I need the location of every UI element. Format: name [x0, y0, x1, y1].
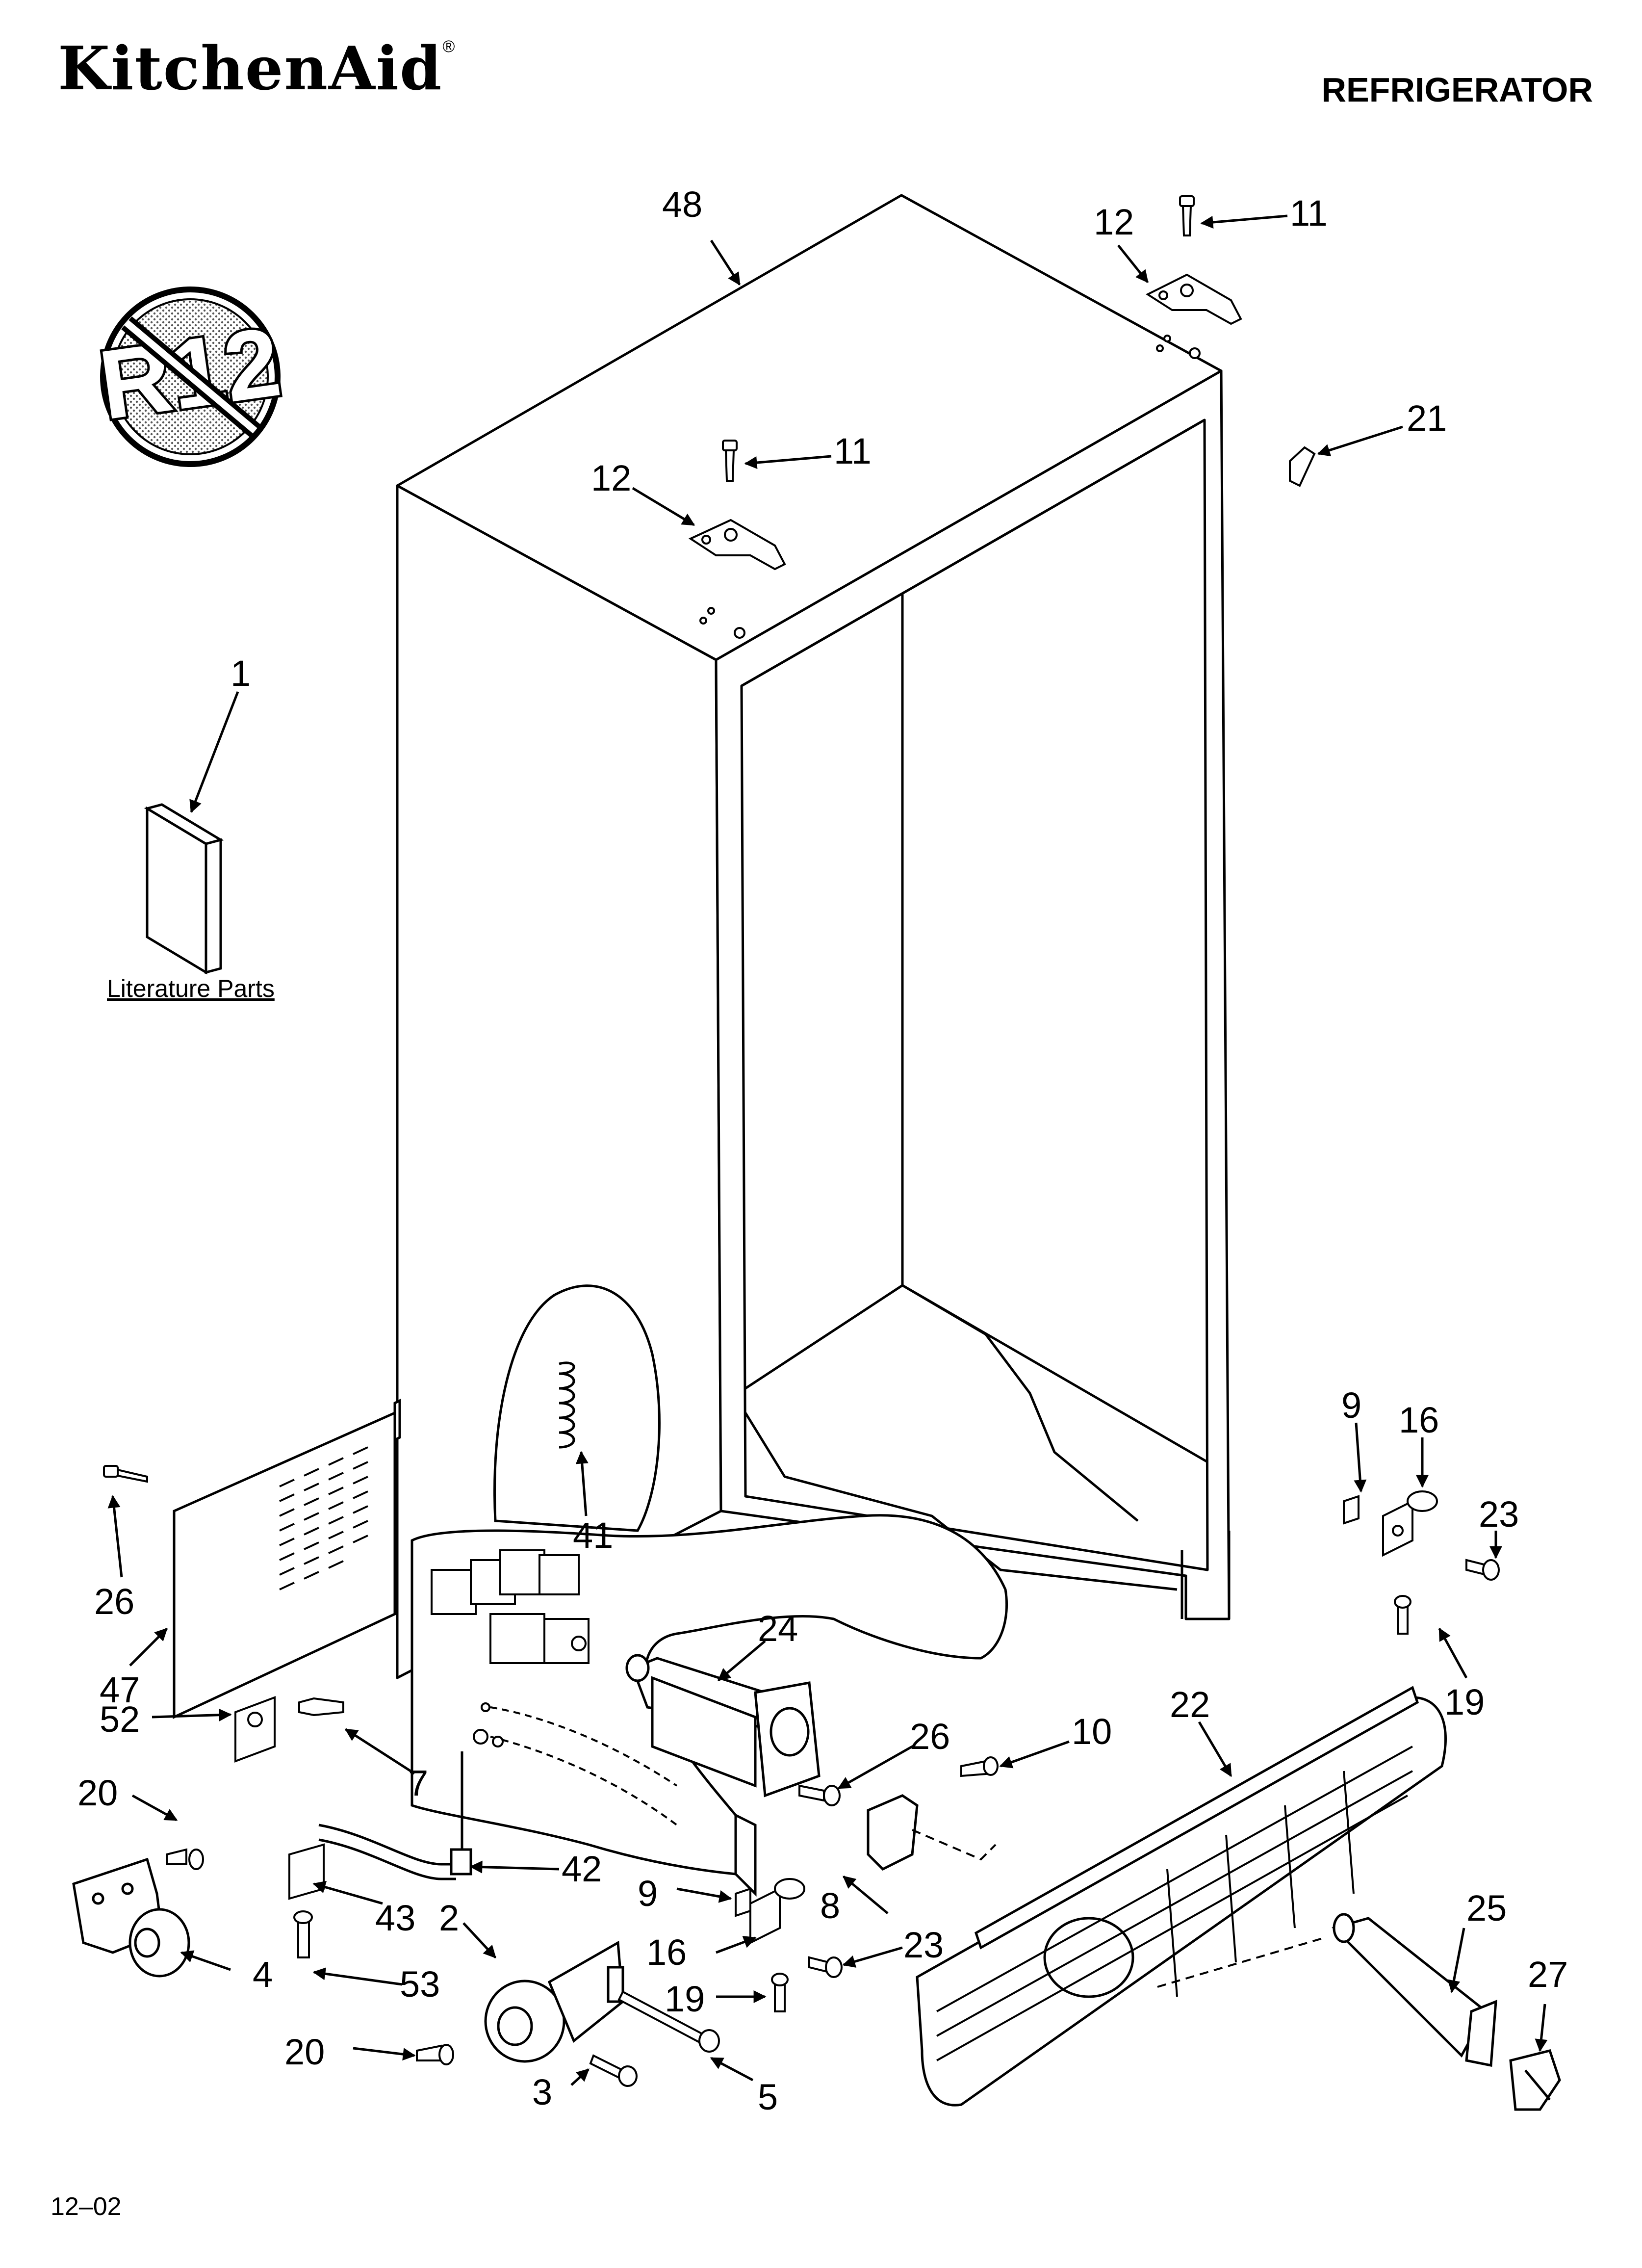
callout-53: 53 — [400, 1964, 440, 2005]
long-screw-5 — [617, 1990, 720, 2053]
callout-26-right: 26 — [910, 1716, 950, 1757]
callout-48: 48 — [662, 184, 702, 225]
hinge-pin-21 — [1289, 446, 1316, 487]
callout-9-left: 9 — [638, 1873, 658, 1914]
cover-vent-slots — [279, 1446, 368, 1590]
toe-grille-22 — [916, 1686, 1447, 2107]
callout-1: 1 — [231, 653, 251, 694]
callout-5: 5 — [758, 2077, 778, 2117]
clip-52 — [234, 1696, 344, 1763]
callout-20-top: 20 — [77, 1773, 118, 1813]
callout-11-top-right: 11 — [1290, 193, 1328, 234]
roller-assembly-4 — [72, 1857, 190, 1978]
machine-compartment-cutaway — [410, 1514, 1008, 1897]
screw-11-top — [722, 195, 1195, 482]
callout-7: 7 — [408, 1763, 428, 1803]
callout-52: 52 — [100, 1699, 140, 1740]
callout-27: 27 — [1528, 1954, 1568, 1995]
water-valve-2 — [484, 1940, 624, 2063]
screw-20-top — [166, 1848, 204, 1870]
fan-housing-24 — [625, 1654, 821, 1798]
callout-19-left: 19 — [665, 1979, 705, 2019]
callout-24: 24 — [758, 1608, 798, 1649]
callout-4: 4 — [253, 1954, 273, 1995]
screw-53 — [293, 1910, 313, 1924]
literature-parts-label: Literature Parts — [107, 975, 275, 1002]
lower-hinge-16-left — [735, 1878, 805, 1945]
callout-11-top-left: 11 — [834, 431, 872, 471]
brand-name: KitchenAid — [58, 33, 443, 104]
hinge-brackets — [688, 273, 1242, 571]
drain-tube-42 — [318, 1751, 472, 1880]
screw-3 — [589, 2054, 638, 2087]
literature-booklet — [144, 803, 224, 975]
callout-12-top-right: 12 — [1094, 202, 1134, 242]
no-r12-badge: R12 — [91, 287, 289, 467]
filter-cap-27 — [1509, 2049, 1561, 2111]
screw-26-right — [798, 1784, 841, 1806]
callout-20-bottom: 20 — [284, 2032, 325, 2072]
registered-mark: ® — [442, 37, 456, 56]
callout-25: 25 — [1466, 1888, 1507, 1929]
page-title: REFRIGERATOR — [1321, 71, 1593, 109]
footer-date-code: 12–02 — [51, 2192, 122, 2221]
top-hinge-holes — [699, 335, 1201, 639]
grommets — [473, 1702, 504, 1747]
brand-logo: KitchenAid® — [58, 38, 456, 98]
lower-hinge-16-right — [1343, 1490, 1438, 1557]
callout-12-top-left: 12 — [591, 458, 631, 498]
callout-16-left: 16 — [646, 1932, 687, 1973]
callout-8: 8 — [820, 1885, 840, 1926]
defrost-coil — [559, 1361, 575, 1449]
callout-23-left: 23 — [903, 1925, 944, 1965]
grille-slats — [936, 1746, 1413, 2061]
callout-42: 42 — [562, 1849, 602, 1889]
callout-22: 22 — [1170, 1684, 1210, 1725]
callout-9-right: 9 — [1341, 1385, 1361, 1426]
callout-19-right: 19 — [1444, 1682, 1485, 1722]
callout-43: 43 — [375, 1898, 415, 1938]
water-filter-25 — [1332, 1913, 1497, 2067]
callout-26-left: 26 — [94, 1581, 134, 1622]
screw-20-bottom — [416, 2044, 454, 2065]
bracket-8 — [867, 1794, 919, 1871]
wire-harness — [490, 1706, 678, 1826]
callout-10: 10 — [1072, 1711, 1112, 1752]
callout-47: 47 — [100, 1669, 140, 1710]
callout-23-right: 23 — [1479, 1494, 1519, 1535]
screw-26-left — [103, 1465, 148, 1483]
callout-3: 3 — [532, 2072, 552, 2112]
lower-screws-19-23 — [771, 1559, 1500, 2012]
bracket-guide-lines — [912, 1829, 997, 1861]
callout-labels: 48 12 11 21 12 11 1 41 9 16 23 19 26 47 … — [77, 184, 1568, 2117]
callout-2: 2 — [439, 1898, 459, 1938]
clip-43 — [288, 1843, 325, 1958]
callout-41: 41 — [573, 1515, 613, 1556]
callout-21: 21 — [1407, 398, 1447, 439]
leader-arrows — [107, 214, 1548, 2086]
cutaway-insulation — [493, 1284, 661, 1532]
callout-16-right: 16 — [1399, 1400, 1439, 1440]
screw-10 — [960, 1756, 999, 1777]
relay-cluster — [431, 1549, 590, 1664]
